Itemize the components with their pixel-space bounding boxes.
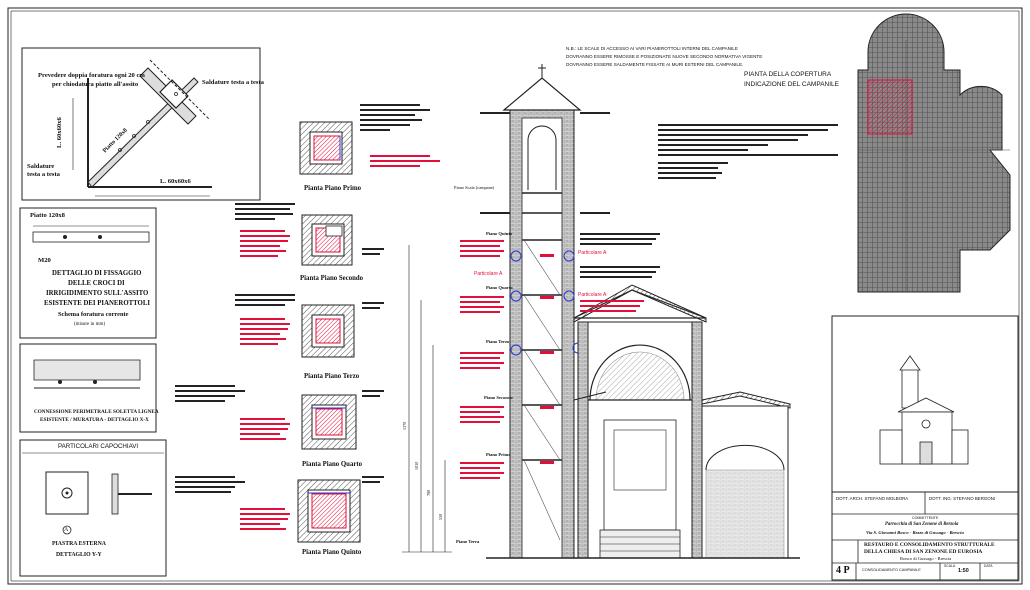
titleblock-scale-label: SCALA [944,564,956,568]
plan-3-title: Pianta Piano Terzo [304,373,360,380]
section-floor-3: Piano Terzo [486,339,510,344]
particolare-a-3: Particolare A [578,292,607,298]
roof-plan [857,13,1011,293]
titleblock-committente-label: COMMITTENTE [912,516,939,520]
fix-title-3: IRRIGIDIMENTO SULL'ASSITO [46,290,149,297]
titleblock-arch: DOTT. ARCH. STEFANO MOLBORA [836,496,909,501]
section-floor-1: Piano Primo [486,452,511,457]
floor-plan-4 [301,394,357,450]
cross-note-weld-top: Saldature testa a testa [202,79,264,86]
section-floor-4: Piano Quarto [486,285,513,290]
dim-3: 780 [426,489,431,496]
notes-line-1: N.B.: LE SCALE DI ACCESSO AI VARI PIANER… [566,46,738,51]
titleblock-title-3: Ronco di Gussago - Brescia [900,556,952,561]
detail-y-title-2: DETTAGLIO Y-Y [56,552,102,558]
detail-y-title-1: PIASTRA ESTERNA [52,541,106,547]
plan-5-title: Pianta Piano Quinto [302,549,362,556]
notes-line-2: DOVRANNO ESSERE RIMOSSE E POSIZIONATE NU… [566,54,763,59]
particolare-a-2: Particolare A [474,271,503,277]
floor-plan-1 [299,121,353,175]
plan-4-title: Pianta Piano Quarto [302,461,363,468]
dim-1: 1370 [402,421,407,430]
cross-angle-horizontal: L. 60x60x6 [160,178,191,185]
titleblock-title-1: RESTAURO E CONSOLIDAMENTO STRUTTURALE [864,542,995,548]
floor-plan-5 [297,479,361,543]
detail-x-title-2: ESISTENTE / MURATURA - DETTAGLIO X-X [40,417,149,423]
fix-bolt-label: M20 [38,257,51,264]
detail-x-title-1: CONNESSIONE PERIMETRALE SOLETTA LIGNEA [34,409,159,415]
titleblock-scale: 1:50 [958,568,969,574]
notes-line-3: DOVRANNO ESSERE SALDAMENTE FISSATE AI MU… [566,62,744,67]
fix-title-6: (misure in mm) [74,322,106,327]
fix-title-5: Schema foratura corrente [58,311,129,318]
fix-plate-label: Piatto 120x8 [30,212,65,219]
cross-note-weld-left-2: testa a testa [27,171,60,178]
fix-title-1: DETTAGLIO DI FISSAGGIO [52,270,142,277]
section-floor-5: Piano Quinto [486,231,513,236]
titleblock-date-label: DATA [984,564,993,568]
fix-title-4: ESISTENTE DEI PIANEROTTOLI [44,300,151,307]
section-floor-ground: Piano Terra [456,539,480,544]
cross-note-drill: Prevedere doppia foratura ogni 20 cm [38,72,145,79]
particolare-a-1: Particolare A [578,250,607,256]
section-floor-2: Piano Secondo [484,395,513,400]
elevation-thumbnail [879,355,969,465]
dim-2: 1010 [414,461,419,470]
plan-1-title: Pianta Piano Primo [304,185,362,192]
dim-4: 550 [438,513,443,520]
floor-plan-2 [301,214,353,266]
titleblock-subject: CONSOLIDAMENTO CAMPANILE [862,568,921,572]
detail-y-header: PARTICOLARI CAPOCHIAVI [58,443,139,450]
titleblock-committente-2: Via S. Giovanni Bosco - Rezzo di Gussago… [866,530,964,535]
roof-plan-title-2: INDICAZIONE DEL CAMPANILE [744,81,839,88]
cross-note-drill-2: per chiodatura piatto all'assito [52,81,139,88]
cross-angle-vertical: L. 60x60x6 [56,117,63,148]
titleblock-title-2: DELLA CHIESA DI SAN ZENONE ED EUROSIA [864,549,983,555]
roof-plan-title-1: PIANTA DELLA COPERTURA [744,71,832,78]
floor-plan-3 [301,304,355,358]
fix-title-2: DELLE CROCI DI [68,280,125,287]
titleblock-sheet-number: 4 P [836,565,850,576]
plan-2-title: Pianta Piano Secondo [300,275,364,282]
detail-y-label-a: A [64,527,69,533]
titleblock-ing: DOTT. ING. STEFANO BERGONI [929,496,996,501]
section-bell-floor: Piano Scala (campane) [454,185,495,190]
cross-note-weld-left-1: Saldature [27,163,55,170]
titleblock-committente-1: Parrocchia di San Zenone di Berzola [885,522,959,527]
church-section [486,64,800,559]
